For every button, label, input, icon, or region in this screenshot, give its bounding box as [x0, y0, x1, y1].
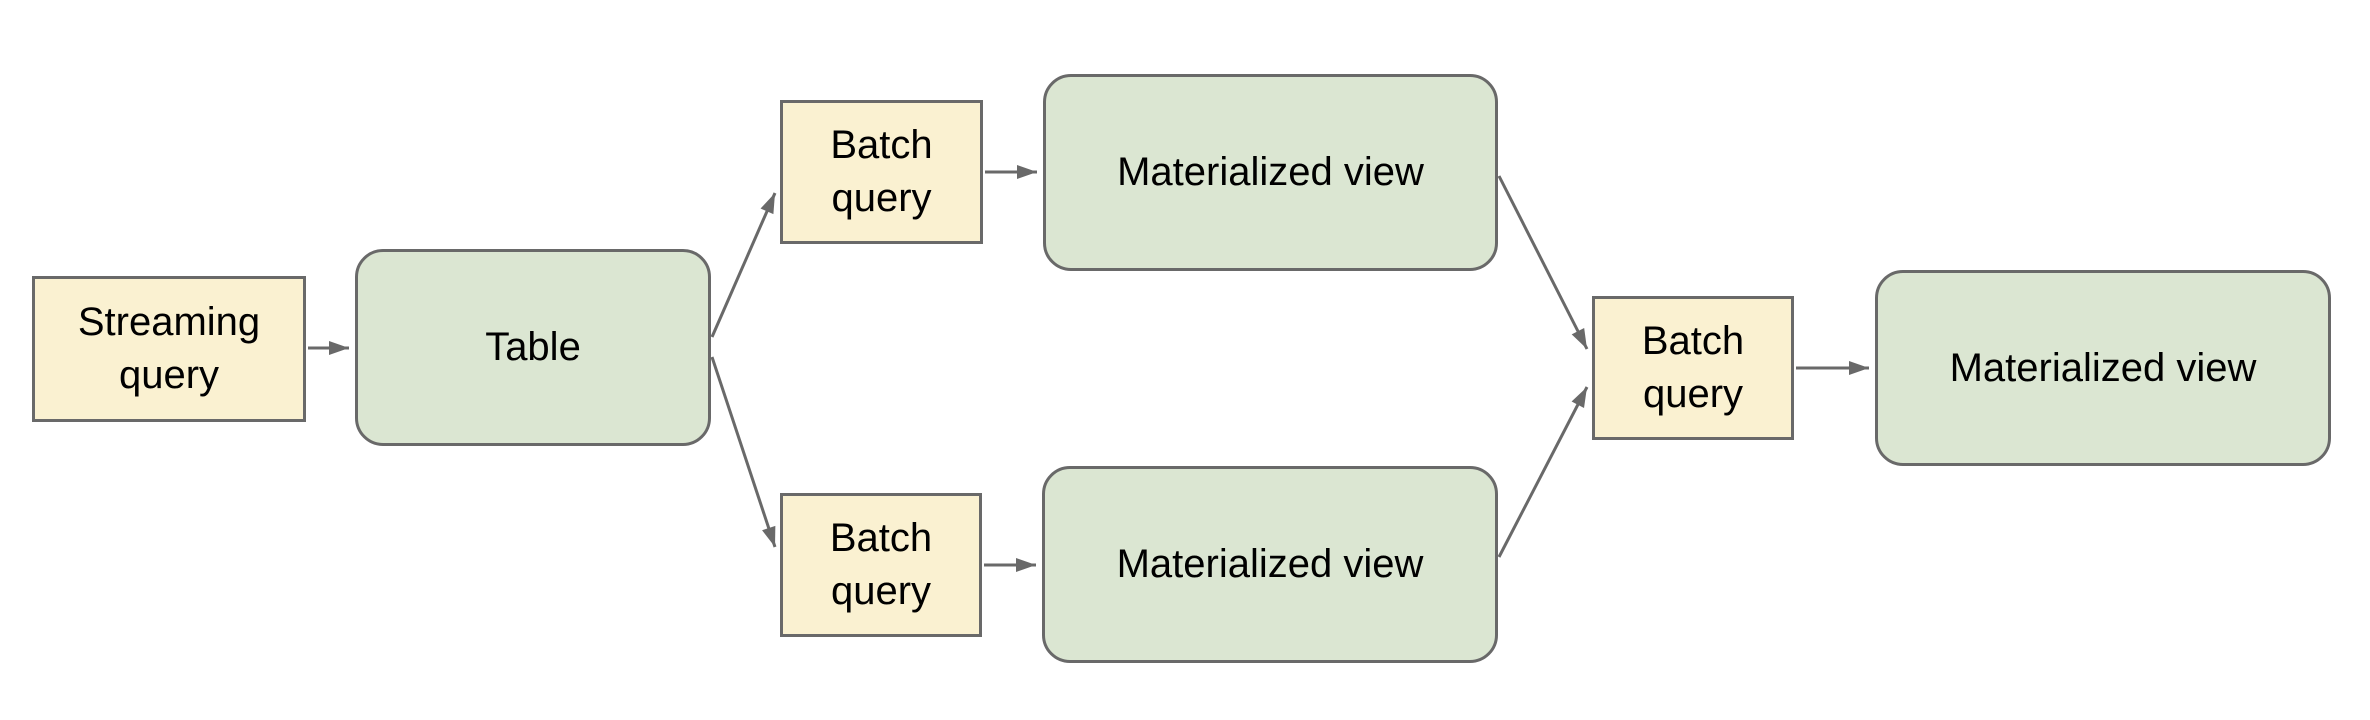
- arrow-table-to-batch-query-top: [710, 192, 777, 338]
- arrow-materialized-view-top-to-batch-query-right: [1497, 175, 1589, 350]
- arrow-table-to-batch-query-bottom: [710, 356, 777, 548]
- node-batch-query-top: Batch query: [780, 100, 983, 244]
- node-materialized-view-bottom: Materialized view: [1042, 466, 1498, 663]
- node-batch-query-right: Batch query: [1592, 296, 1794, 440]
- node-materialized-view-right: Materialized view: [1875, 270, 2331, 466]
- node-materialized-view-top: Materialized view: [1043, 74, 1498, 271]
- node-streaming-query: Streaming query: [32, 276, 306, 422]
- arrow-materialized-view-bottom-to-batch-query-right: [1497, 386, 1589, 558]
- node-batch-query-bottom: Batch query: [780, 493, 982, 637]
- node-table: Table: [355, 249, 711, 446]
